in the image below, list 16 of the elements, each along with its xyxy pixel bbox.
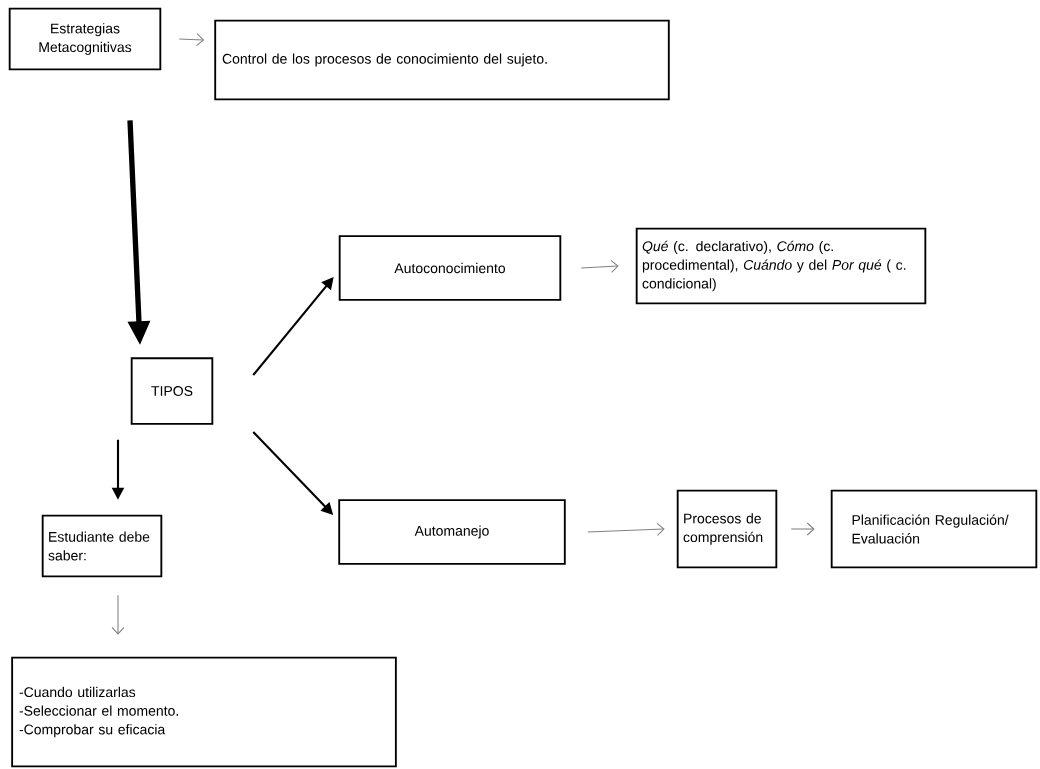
arrow <box>580 259 619 273</box>
arrow <box>178 33 205 47</box>
text-box: Planificación Regulación/ Evaluación <box>830 489 1038 569</box>
text-box: Automanejo <box>338 499 566 565</box>
arrow <box>252 277 334 376</box>
text-box: Estudiante debe saber: <box>41 514 163 578</box>
arrow <box>790 522 815 536</box>
text-box: TIPOS <box>130 357 214 425</box>
text-box: Autoconocimiento <box>338 235 562 301</box>
text-box: Estrategias Metacognitivas <box>8 7 162 71</box>
text-box: Procesos de comprensión <box>676 489 778 569</box>
text-box: Qué (c. declarativo), Cómo (c. procedimental), Cuándo y del Por qué ( c. condicional) <box>635 227 927 305</box>
text-box: Control de los procesos de conocimiento del sujeto. <box>214 19 670 101</box>
arrow <box>111 594 125 635</box>
arrow <box>587 522 665 536</box>
text-box: -Cuando utilizarlas -Seleccionar el momento. -Comprobar su eficacia <box>11 656 397 768</box>
